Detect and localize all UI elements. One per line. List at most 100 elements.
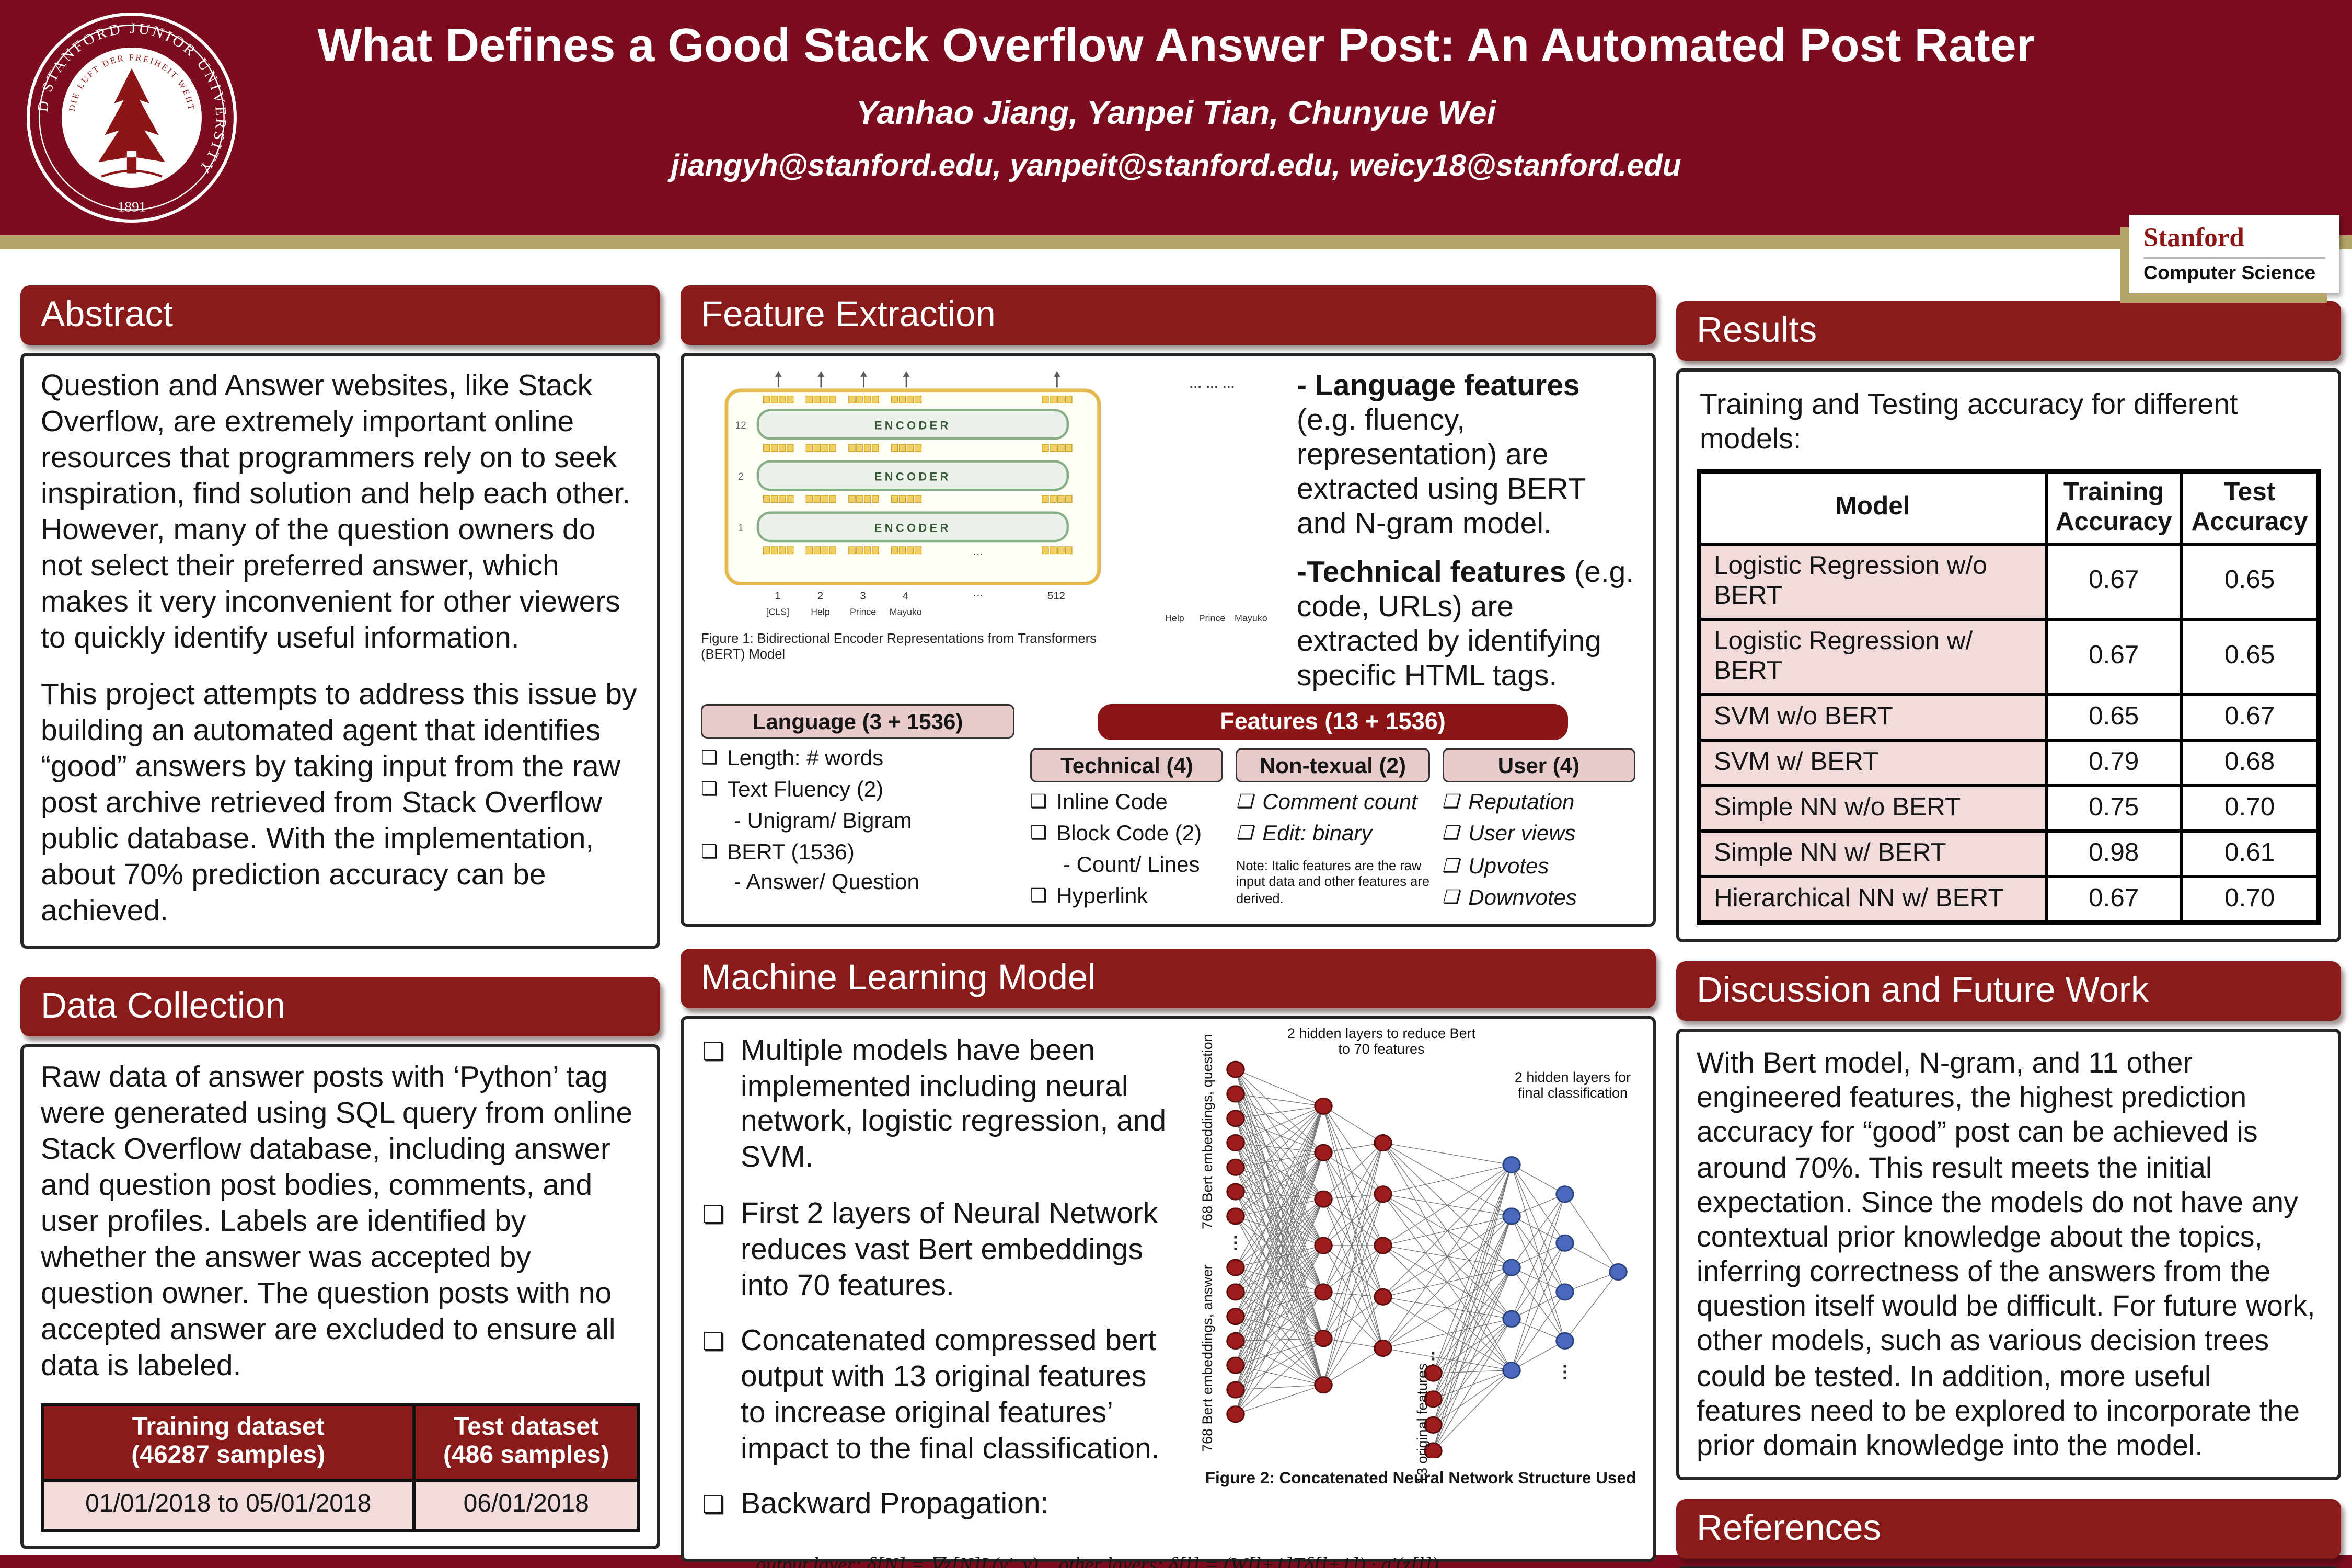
list-item: ❏Concatenated compressed bert output wit…	[702, 1325, 1173, 1469]
table-cell: 0.67	[2044, 542, 2184, 621]
table-row: Simple NN w/o BERT 0.75 0.70	[1697, 783, 2320, 833]
table-row: Logistic Regression w/o BERT 0.67 0.65	[1697, 542, 2320, 621]
table-cell: 0.79	[2044, 738, 2184, 787]
references-section: References [1] Omondiagbe O. P. , Licori…	[1676, 1499, 2341, 1568]
abstract-title-bar: Abstract	[20, 285, 660, 345]
table-header-model: Model	[1697, 469, 2048, 546]
list-item-label: Text Fluency (2)	[727, 777, 884, 802]
ml-bullet-list: ❏ Multiple models have been implemented i…	[702, 1034, 1173, 1545]
table-cell: 0.67	[2044, 617, 2184, 696]
list-item: ❏First 2 layers of Neural Network reduce…	[702, 1198, 1173, 1305]
header-line: (486 samples)	[443, 1443, 609, 1470]
language-feature-group: Language (3 + 1536) ❏Length: # words ❏Te…	[701, 704, 1014, 909]
position-number: 512	[1047, 591, 1065, 602]
checkbox-bullet-icon: ❏	[701, 839, 718, 862]
list-item: ❏Upvotes	[1442, 852, 1635, 878]
table-cell: SVM w/ BERT	[1697, 738, 2048, 787]
checkbox-bullet-icon: ❏	[1030, 883, 1047, 906]
feature-extraction-top-row: ENCODER ENCODER ENCODER 12 2 1 … 1 2	[701, 370, 1635, 695]
seal-tree-trunk	[126, 157, 137, 174]
table-row: Logistic Regression w/ BERT 0.67 0.65	[1697, 617, 2320, 696]
list-item: ❏Comment count	[1236, 790, 1429, 814]
checkbox-bullet-icon: ❏	[701, 778, 718, 801]
gold-stripe-divider	[0, 235, 2352, 249]
table-cell: 0.98	[2044, 829, 2184, 878]
dataset-table-header-test: Test dataset (486 samples)	[412, 1402, 640, 1483]
table-cell: SVM w/o BERT	[1697, 693, 2048, 742]
input-token: Prince	[850, 606, 876, 617]
results-title-bar: Results	[1676, 301, 2341, 361]
dataset-table-header-training: Training dataset (46287 samples)	[40, 1402, 416, 1483]
features-right-block: Features (13 + 1536) Technical (4) ❏Inli…	[1030, 704, 1635, 909]
table-cell: 0.65	[2044, 693, 2184, 742]
checkbox-bullet-icon: ❏	[702, 1039, 725, 1066]
input-token: [CLS]	[766, 606, 789, 617]
checkbox-bullet-icon: ❏	[1236, 822, 1253, 845]
emails-line: jiangyh@stanford.edu, yanpeit@stanford.e…	[671, 148, 1681, 183]
bert-figure-wrap: ENCODER ENCODER ENCODER 12 2 1 … 1 2	[701, 370, 1127, 695]
list-item: ❏Hyperlink	[1030, 883, 1224, 907]
list-item-label: Upvotes	[1468, 852, 1549, 878]
table-row: Training dataset (46287 samples) Test da…	[40, 1402, 640, 1483]
list-item: ❏Length: # words	[701, 746, 1014, 770]
results-subtitle: Training and Testing accuracy for differ…	[1700, 387, 2238, 455]
input-token: Mayuko	[890, 606, 922, 617]
middle-column: Feature Extraction ENCODER ENCODER	[681, 285, 1656, 1568]
table-cell: 0.70	[2180, 874, 2320, 925]
checkbox-bullet-icon: ❏	[1030, 790, 1047, 813]
equation-line: output layer: δ[N] = ∇z[N]L(y′, y), othe…	[756, 1552, 1439, 1568]
table-cell: 0.75	[2044, 783, 2184, 833]
poster-header: LELAND STANFORD JUNIOR UNIVERSITY DIE LU…	[0, 0, 2352, 235]
bert-vectors-wrap: … … … Help Prince Mayuko	[1140, 370, 1284, 695]
backprop-equations: output layer: δ[N] = ∇z[N]L(y′, y), othe…	[756, 1486, 1637, 1568]
abstract-paragraph-1: Question and Answer websites, like Stack…	[41, 370, 631, 655]
list-item-label: Downvotes	[1468, 883, 1577, 909]
vertical-ellipsis: ⋮	[1226, 1232, 1245, 1252]
discussion-section: Discussion and Future Work With Bert mod…	[1676, 961, 2341, 1481]
abstract-content-box: Question and Answer websites, like Stack…	[20, 353, 660, 949]
data-collection-title-bar: Data Collection	[20, 976, 660, 1036]
list-item-label: Multiple models have been implemented in…	[741, 1034, 1167, 1175]
technical-features-paragraph: -Technical features (e.g. code, URLs) ar…	[1297, 557, 1635, 695]
non-textual-feature-group: Non-texual (2) ❏Comment count ❏Edit: bin…	[1236, 748, 1429, 909]
figure2-original-features-label: 13 original features	[1414, 1363, 1430, 1483]
figure2-answer-label: 768 Bert embeddings, answer	[1200, 1264, 1215, 1452]
list-item-label: First 2 layers of Neural Network reduces…	[741, 1197, 1158, 1302]
list-item: ❏BERT (1536)	[701, 839, 1014, 863]
bert-figure: ENCODER ENCODER ENCODER 12 2 1 … 1 2	[724, 371, 1101, 617]
list-item: ❏ Multiple models have been implemented i…	[702, 1034, 1173, 1178]
content-columns: Abstract Question and Answer websites, l…	[20, 285, 2341, 1568]
position-number: 3	[860, 591, 866, 602]
encoder-label: ENCODER	[874, 470, 951, 483]
technical-feature-group: Technical (4) ❏Inline Code ❏Block Code (…	[1030, 748, 1224, 909]
output-token: Mayuko	[1235, 613, 1267, 623]
list-item-label: Backward Propagation:	[741, 1489, 1049, 1522]
position-number: 1	[775, 591, 780, 602]
output-token: Help	[1165, 613, 1184, 623]
bert-output-vectors-figure: … … … Help Prince Mayuko	[1165, 377, 1267, 623]
encoder-label: ENCODER	[874, 419, 951, 432]
header-line: (46287 samples)	[131, 1443, 326, 1470]
seal-ground-line	[101, 169, 163, 178]
list-item-label: User views	[1468, 821, 1576, 846]
ml-model-title-bar: Machine Learning Model	[681, 948, 1656, 1008]
list-item: ❏Backward Propagation:	[702, 1489, 1173, 1524]
left-column: Abstract Question and Answer websites, l…	[20, 285, 660, 1568]
layer-number: 12	[735, 420, 746, 431]
list-subitem: - Unigram/ Bigram	[734, 806, 912, 832]
user-feature-group: User (4) ❏Reputation ❏User views ❏Upvote…	[1442, 748, 1635, 909]
results-table: Model Training Accuracy Test Accuracy Lo…	[1697, 469, 2321, 925]
technical-badge: Technical (4)	[1030, 748, 1224, 783]
layer-number: 1	[738, 523, 744, 534]
ellipsis: …	[973, 546, 983, 558]
stanford-dept-badge: Stanford Computer Science	[2129, 215, 2339, 293]
right-column: Results Training and Testing accuracy fo…	[1676, 285, 2341, 1568]
list-item: ❏Block Code (2)	[1030, 821, 1224, 846]
features-badge: Features (13 + 1536)	[1098, 704, 1568, 741]
table-cell: Simple NN w/o BERT	[1697, 783, 2048, 833]
header-line: Test dataset	[454, 1413, 599, 1440]
list-subitem: - Count/ Lines	[1063, 850, 1200, 876]
table-cell: 0.70	[2180, 783, 2320, 833]
list-item: ❏Inline Code	[1030, 790, 1224, 814]
table-cell: Simple NN w/ BERT	[1697, 829, 2048, 878]
